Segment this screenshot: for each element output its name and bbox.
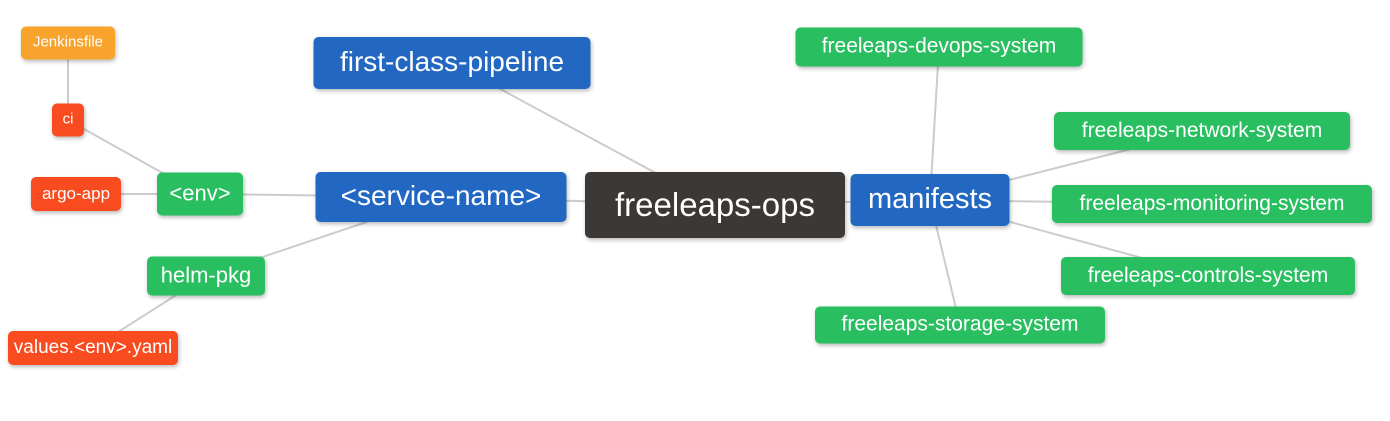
node-devops-system[interactable]: freeleaps-devops-system xyxy=(795,27,1083,67)
node-values-env-yaml[interactable]: values.<env>.yaml xyxy=(8,331,178,365)
node-ci[interactable]: ci xyxy=(52,103,84,137)
node-label: freeleaps-ops xyxy=(615,185,815,223)
node-env[interactable]: <env> xyxy=(157,172,243,216)
node-label: values.<env>.yaml xyxy=(13,336,173,358)
node-label: <env> xyxy=(169,180,231,205)
node-manifests[interactable]: manifests xyxy=(850,174,1010,226)
node-label: helm-pkg xyxy=(160,262,252,287)
node-label: freeleaps-storage-system xyxy=(841,312,1079,336)
node-first-class-pipeline[interactable]: first-class-pipeline xyxy=(313,37,591,89)
node-service-name[interactable]: <service-name> xyxy=(315,172,567,222)
node-argo-app[interactable]: argo-app xyxy=(31,177,121,211)
node-network-system[interactable]: freeleaps-network-system xyxy=(1054,112,1350,150)
node-controls-system[interactable]: freeleaps-controls-system xyxy=(1061,257,1355,295)
node-label: Jenkinsfile xyxy=(32,33,104,51)
node-label: freeleaps-monitoring-system xyxy=(1079,191,1345,215)
node-freeleaps-ops[interactable]: freeleaps-ops xyxy=(585,172,845,238)
node-storage-system[interactable]: freeleaps-storage-system xyxy=(815,306,1105,344)
node-monitoring-system[interactable]: freeleaps-monitoring-system xyxy=(1052,185,1372,223)
node-label: <service-name> xyxy=(340,180,542,211)
node-label: manifests xyxy=(867,182,993,215)
node-helm-pkg[interactable]: helm-pkg xyxy=(147,256,265,296)
node-label: argo-app xyxy=(41,183,111,203)
node-label: freeleaps-controls-system xyxy=(1087,263,1329,287)
node-label: freeleaps-network-system xyxy=(1081,118,1323,142)
node-label: freeleaps-devops-system xyxy=(821,34,1057,58)
node-jenkinsfile[interactable]: Jenkinsfile xyxy=(21,26,115,60)
node-label: first-class-pipeline xyxy=(339,46,565,77)
node-label: ci xyxy=(62,110,74,128)
